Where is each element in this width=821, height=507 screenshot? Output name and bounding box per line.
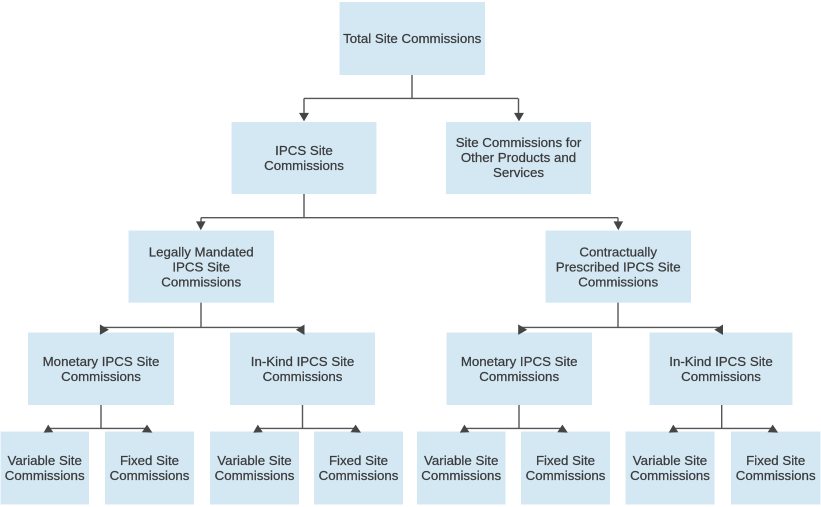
svg-text:Commissions: Commissions	[526, 468, 606, 483]
svg-text:Total Site Commissions: Total Site Commissions	[343, 31, 482, 46]
svg-text:Other Products and: Other Products and	[461, 150, 576, 165]
svg-text:Prescribed IPCS Site: Prescribed IPCS Site	[556, 260, 681, 275]
svg-text:Commissions: Commissions	[61, 369, 141, 384]
svg-text:Commissions: Commissions	[263, 369, 343, 384]
svg-text:Commissions: Commissions	[264, 158, 344, 173]
svg-text:Monetary IPCS Site: Monetary IPCS Site	[461, 354, 578, 369]
svg-text:Commissions: Commissions	[578, 275, 658, 290]
svg-text:Site Commissions for: Site Commissions for	[456, 135, 582, 150]
svg-text:Commissions: Commissions	[215, 468, 295, 483]
svg-text:Commissions: Commissions	[5, 468, 85, 483]
svg-text:Monetary IPCS Site: Monetary IPCS Site	[43, 354, 160, 369]
svg-text:Commissions: Commissions	[736, 468, 816, 483]
svg-text:Commissions: Commissions	[630, 468, 710, 483]
svg-text:Variable Site: Variable Site	[7, 453, 81, 468]
svg-text:IPCS Site: IPCS Site	[275, 143, 333, 158]
svg-text:Commissions: Commissions	[161, 275, 241, 290]
svg-text:Contractually: Contractually	[579, 245, 657, 260]
svg-text:Commissions: Commissions	[319, 468, 399, 483]
svg-text:Commissions: Commissions	[681, 369, 761, 384]
svg-text:Services: Services	[493, 165, 544, 180]
svg-text:In-Kind IPCS Site: In-Kind IPCS Site	[669, 354, 772, 369]
svg-text:Commissions: Commissions	[479, 369, 559, 384]
svg-text:In-Kind IPCS Site: In-Kind IPCS Site	[251, 354, 354, 369]
svg-text:Variable Site: Variable Site	[633, 453, 707, 468]
svg-text:IPCS Site: IPCS Site	[172, 260, 230, 275]
svg-text:Legally Mandated: Legally Mandated	[149, 245, 254, 260]
svg-text:Fixed Site: Fixed Site	[120, 453, 179, 468]
svg-text:Fixed Site: Fixed Site	[746, 453, 805, 468]
svg-text:Commissions: Commissions	[110, 468, 190, 483]
svg-text:Fixed Site: Fixed Site	[536, 453, 595, 468]
svg-text:Variable Site: Variable Site	[424, 453, 498, 468]
svg-text:Commissions: Commissions	[421, 468, 501, 483]
svg-text:Fixed Site: Fixed Site	[329, 453, 388, 468]
svg-text:Variable Site: Variable Site	[217, 453, 291, 468]
